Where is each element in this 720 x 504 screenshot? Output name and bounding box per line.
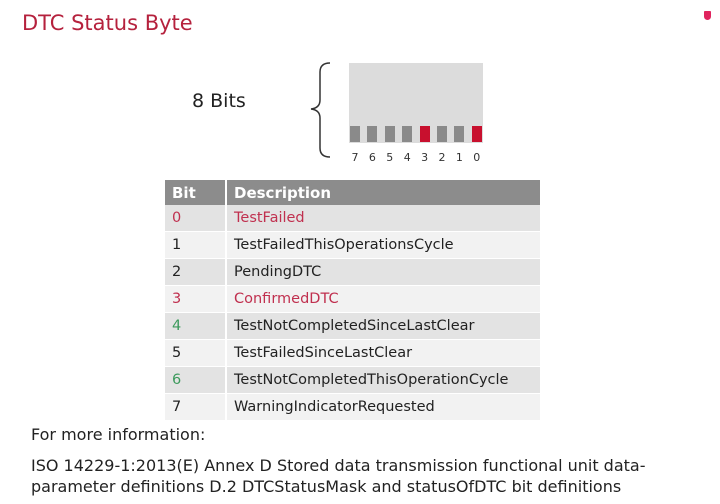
bit-cell-7 <box>350 126 360 142</box>
description-cell: TestNotCompletedSinceLastClear <box>226 312 542 340</box>
bit-cell-4 <box>402 126 413 142</box>
bits-label: 8 Bits <box>192 90 246 112</box>
bit-number-label: 7 <box>351 151 359 164</box>
description-cell: TestFailedThisOperationsCycle <box>226 231 542 259</box>
bit-number-label: 2 <box>438 151 446 164</box>
description-cell: TestFailedSinceLastClear <box>226 339 542 367</box>
bit-number-label: 3 <box>421 151 429 164</box>
slide-title: DTC Status Byte <box>22 11 193 35</box>
bit-cell-2 <box>437 126 447 142</box>
bit-cell-6 <box>367 126 378 142</box>
curly-brace-icon <box>310 62 331 158</box>
bit-cell-3 <box>419 126 430 142</box>
bit-cell-5 <box>384 126 395 142</box>
header-bit: Bit <box>165 180 227 205</box>
bit-number-label: 6 <box>368 151 376 164</box>
bit-cell: 7 <box>165 393 227 421</box>
bit-cell-1 <box>454 126 465 142</box>
bit-cell: 0 <box>165 205 227 232</box>
description-cell: TestFailed <box>226 205 542 232</box>
description-cell: PendingDTC <box>226 258 542 286</box>
bit-cell: 5 <box>165 339 227 367</box>
bit-number-label: 5 <box>386 151 394 164</box>
bit-cell: 1 <box>165 231 227 259</box>
bit-cell: 3 <box>165 285 227 313</box>
bit-number-label: 1 <box>455 151 463 164</box>
header-description: Description <box>226 180 542 205</box>
bit-cell: 4 <box>165 312 227 340</box>
bit-cell: 2 <box>165 258 227 286</box>
iso-reference: ISO 14229-1:2013(E) Annex D Stored data … <box>31 456 646 496</box>
description-cell: TestNotCompletedThisOperationCycle <box>226 366 542 394</box>
description-cell: ConfirmedDTC <box>226 285 542 313</box>
description-cell: WarningIndicatorRequested <box>226 393 542 421</box>
bit-cell-0 <box>471 126 482 142</box>
bit-number-label: 0 <box>473 151 481 164</box>
bit-number-label: 4 <box>403 151 411 164</box>
bit-cell: 6 <box>165 366 227 394</box>
recording-indicator-icon <box>704 11 711 20</box>
more-info-label: For more information: <box>31 425 206 444</box>
